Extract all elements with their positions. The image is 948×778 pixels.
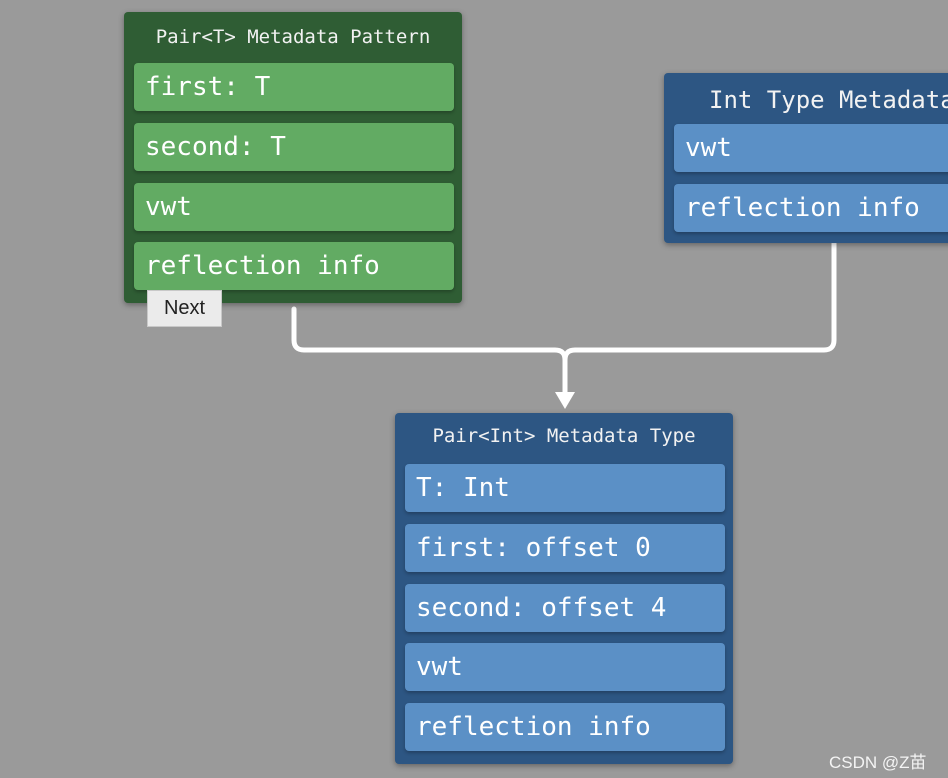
next-button[interactable]: Next — [147, 290, 222, 327]
arrow-head-icon — [555, 392, 575, 409]
pair-int-panel: Pair<Int> Metadata Type T: Int first: of… — [395, 413, 733, 764]
pattern-field-vwt: vwt — [134, 183, 454, 231]
pair-int-field-first: first: offset 0 — [405, 524, 725, 572]
pair-int-field-reflection: reflection info — [405, 703, 725, 751]
connector-right — [562, 240, 837, 363]
int-type-panel-title: Int Type Metadata — [709, 86, 948, 114]
int-field-reflection: reflection info — [674, 184, 948, 232]
pair-int-field-t: T: Int — [405, 464, 725, 512]
int-type-panel: Int Type Metadata vwt reflection info — [664, 73, 948, 243]
pattern-field-first: first: T — [134, 63, 454, 111]
pattern-field-reflection: reflection info — [134, 242, 454, 290]
int-field-vwt: vwt — [674, 124, 948, 172]
pair-int-field-vwt: vwt — [405, 643, 725, 691]
watermark: CSDN @Z苗 — [829, 753, 927, 772]
pattern-panel: Pair<T> Metadata Pattern first: T second… — [124, 12, 462, 303]
pair-int-field-second: second: offset 4 — [405, 584, 725, 632]
pattern-panel-title: Pair<T> Metadata Pattern — [155, 26, 431, 48]
pair-int-panel-title: Pair<Int> Metadata Type — [432, 425, 696, 447]
pattern-field-second: second: T — [134, 123, 454, 171]
connector-left — [291, 306, 568, 399]
